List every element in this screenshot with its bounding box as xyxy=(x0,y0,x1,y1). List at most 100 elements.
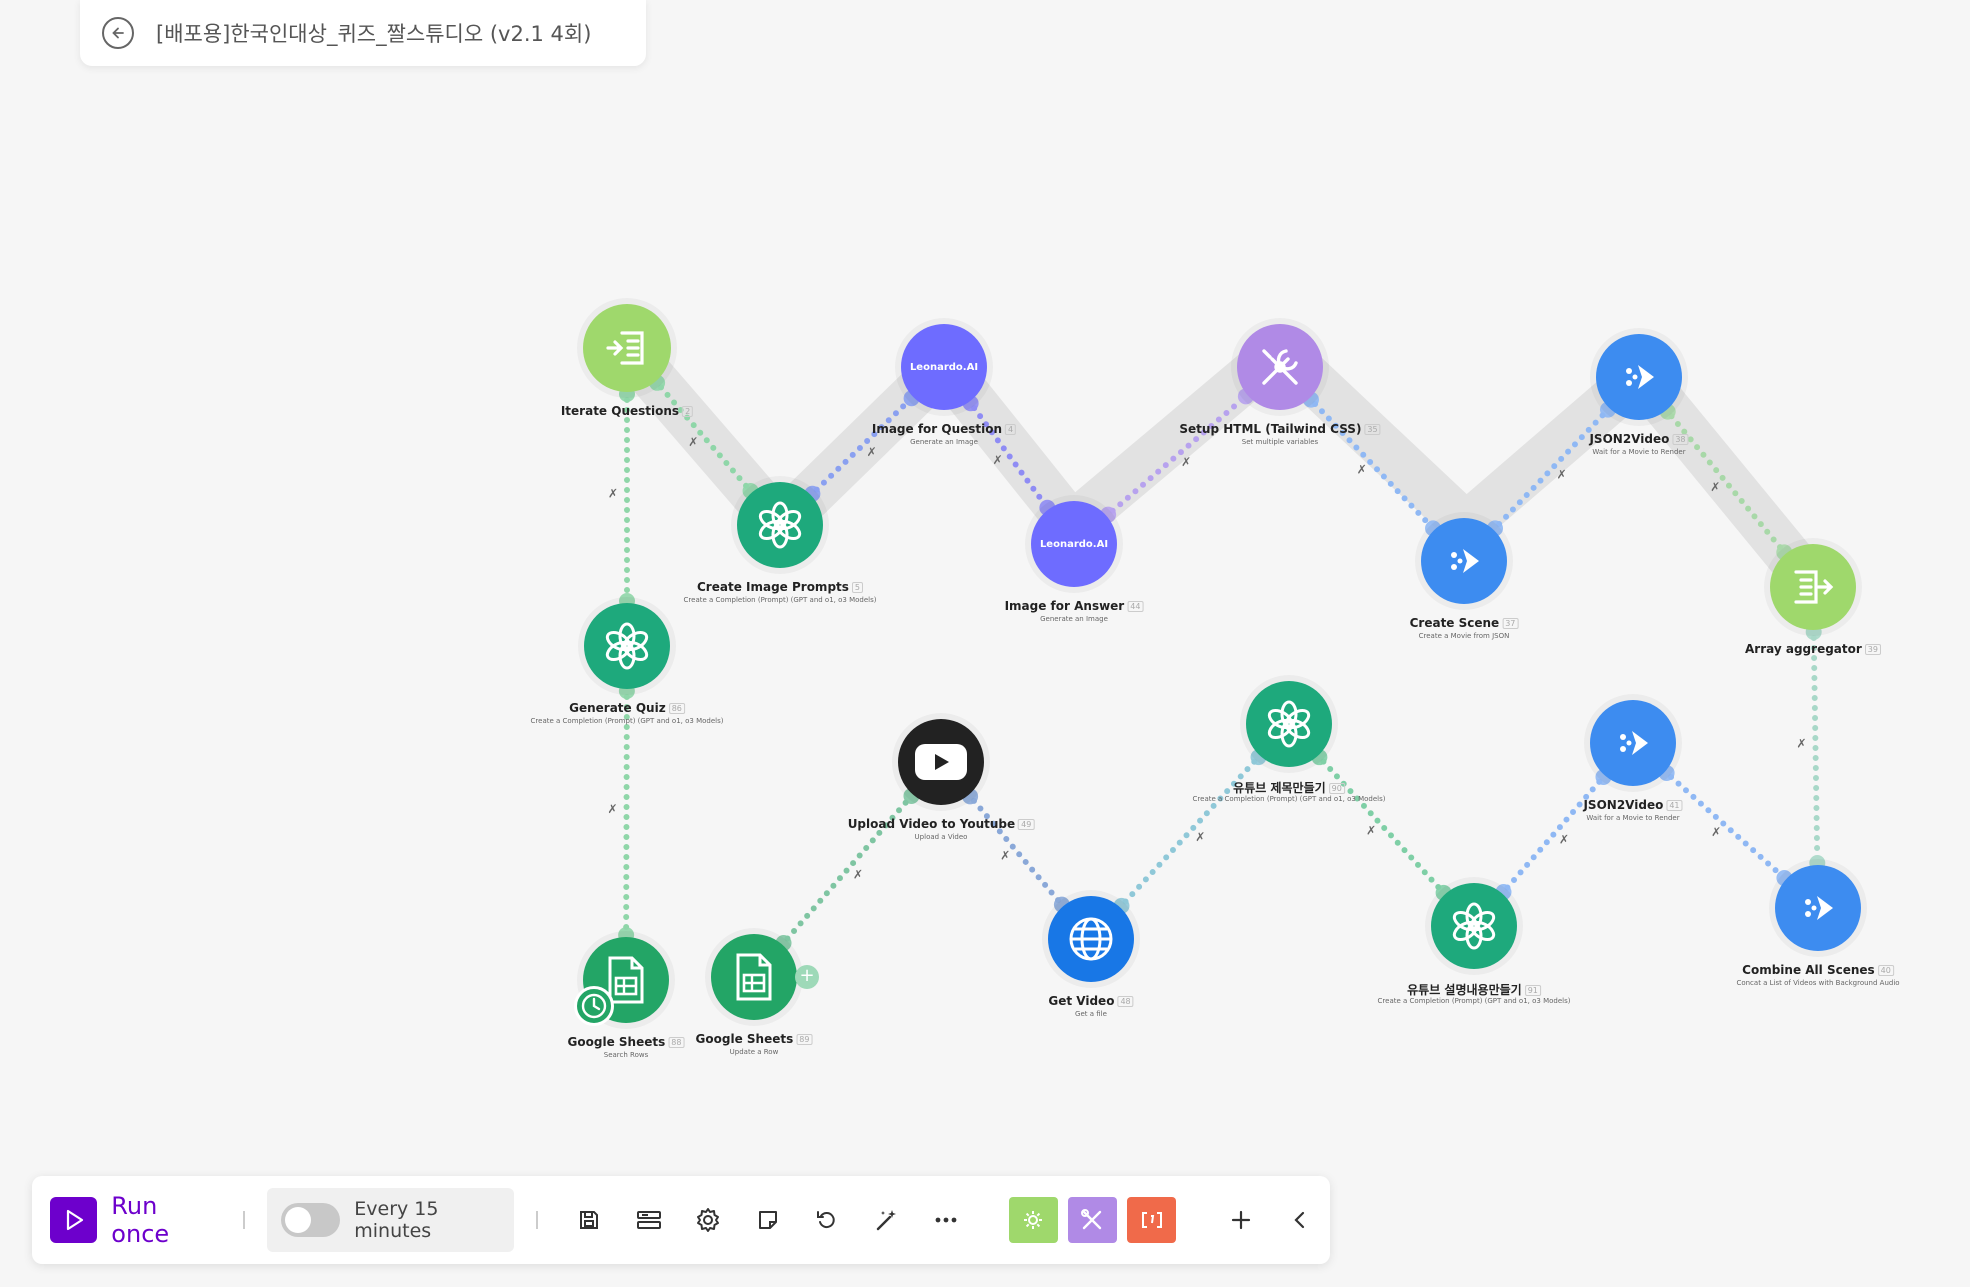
text-parser-icon[interactable] xyxy=(1127,1197,1177,1243)
module-gs2-disc[interactable] xyxy=(711,934,797,1020)
module-action: Create a Completion (Prompt) (GPT and o1… xyxy=(683,596,877,604)
module-action: Get a file xyxy=(1075,1010,1107,1018)
module-agg-disc[interactable] xyxy=(1770,544,1856,630)
module-action: Create a Completion (Prompt) (GPT and o1… xyxy=(530,717,724,725)
module-iterate-disc[interactable] xyxy=(583,304,671,392)
play-icon xyxy=(50,1197,98,1243)
add-icon[interactable] xyxy=(1221,1200,1260,1240)
module-action: Set multiple variables xyxy=(1241,438,1319,446)
more-icon[interactable] xyxy=(926,1200,965,1240)
module-link[interactable] xyxy=(970,797,1062,904)
arrow-left-icon xyxy=(112,27,124,39)
iterator-icon xyxy=(602,323,652,373)
module-name: Google Sheets xyxy=(567,1035,666,1049)
filter-wrench-icon[interactable]: ✗ xyxy=(1195,830,1205,844)
back-button[interactable] xyxy=(102,17,134,49)
module-link[interactable] xyxy=(623,693,630,933)
module-link[interactable] xyxy=(1504,778,1603,891)
undo-icon[interactable] xyxy=(808,1200,847,1240)
module-link[interactable] xyxy=(813,399,911,493)
filter-wrench-icon[interactable]: ✗ xyxy=(1796,737,1806,751)
tools-icon[interactable] xyxy=(1067,1197,1118,1243)
module-action: Search Rows xyxy=(603,1051,649,1059)
schedule-toggle[interactable] xyxy=(281,1203,341,1237)
module-j2v1-disc[interactable] xyxy=(1596,334,1682,420)
module-html-disc[interactable] xyxy=(1237,324,1323,410)
leonardo-icon: Leonardo.AI xyxy=(1039,538,1109,550)
gear-icon[interactable] xyxy=(689,1200,728,1240)
module-scene-disc[interactable] xyxy=(1421,518,1507,604)
filter-wrench-icon[interactable]: ✗ xyxy=(853,868,863,882)
filter-wrench-icon[interactable]: ✗ xyxy=(608,487,618,501)
flow-control-icon[interactable] xyxy=(1008,1197,1058,1243)
module-get-disc[interactable] xyxy=(1048,896,1134,982)
filter-wrench-icon[interactable]: ✗ xyxy=(1181,455,1191,469)
module-link[interactable] xyxy=(971,405,1047,506)
module-combine-disc[interactable] xyxy=(1775,865,1861,951)
module-action: Concat a List of Videos with Background … xyxy=(1736,979,1900,987)
module-title-disc[interactable] xyxy=(1246,681,1332,767)
module-id-badge: 89 xyxy=(796,1034,813,1045)
module-link[interactable] xyxy=(784,797,911,942)
filter-wrench-icon[interactable]: ✗ xyxy=(993,453,1003,467)
module-yt-disc[interactable] xyxy=(898,719,984,805)
module-name: JSON2Video xyxy=(1589,432,1670,446)
module-ifq-disc[interactable]: Leonardo.AI xyxy=(901,324,987,410)
module-label[interactable]: Setup HTML (Tailwind CSS)35 xyxy=(1179,422,1381,436)
run-once-button[interactable]: Run once xyxy=(50,1192,221,1248)
sheets-icon xyxy=(732,951,776,1003)
module-quiz-disc[interactable] xyxy=(584,603,670,689)
collapse-chevron-icon[interactable] xyxy=(1281,1200,1320,1240)
module-link[interactable] xyxy=(1109,397,1245,514)
module-link[interactable] xyxy=(1122,758,1258,905)
scenario-settings-icon[interactable] xyxy=(629,1200,668,1240)
module-link[interactable] xyxy=(1668,413,1784,551)
module-desc-disc[interactable] xyxy=(1431,883,1517,969)
module-id-badge: 41 xyxy=(1666,800,1683,811)
module-link[interactable] xyxy=(1668,773,1783,878)
module-link[interactable] xyxy=(1312,401,1432,527)
save-icon[interactable] xyxy=(570,1200,609,1240)
filter-wrench-icon[interactable]: ✗ xyxy=(688,435,698,449)
add-module-icon[interactable]: + xyxy=(795,965,819,989)
filter-wrench-icon[interactable]: ✗ xyxy=(607,802,617,816)
module-cip-disc[interactable] xyxy=(737,482,823,568)
filter-wrench-icon[interactable]: ✗ xyxy=(1710,480,1720,494)
filter-wrench-icon[interactable]: ✗ xyxy=(1000,849,1010,863)
schedule-label[interactable]: Every 15 minutes xyxy=(354,1198,439,1242)
magic-wand-icon[interactable] xyxy=(867,1200,906,1240)
filter-wrench-icon[interactable]: ✗ xyxy=(1557,468,1567,482)
scenario-title[interactable]: [배포용]한국인대상_퀴즈_짤스튜디오 (v2.1 4회) xyxy=(156,22,592,46)
module-link[interactable] xyxy=(1320,758,1443,892)
module-link[interactable] xyxy=(1810,634,1821,861)
clock-icon[interactable] xyxy=(574,986,614,1026)
filter-wrench-icon[interactable]: ✗ xyxy=(1357,463,1367,477)
module-name: Image for Answer xyxy=(1004,599,1125,613)
bottom-toolbar: Run once Every 15 minutes xyxy=(32,1176,1330,1264)
module-link[interactable] xyxy=(658,384,750,490)
filter-wrench-icon[interactable]: ✗ xyxy=(1711,825,1721,839)
filter-wrench-icon[interactable]: ✗ xyxy=(1559,833,1569,847)
module-ifa-disc[interactable]: Leonardo.AI xyxy=(1031,501,1117,587)
note-icon[interactable] xyxy=(748,1200,787,1240)
module-action: Create a Completion (Prompt) (GPT and o1… xyxy=(1377,997,1571,1005)
filter-wrench-icon[interactable]: ✗ xyxy=(1366,823,1376,837)
module-j2v2-disc[interactable] xyxy=(1590,700,1676,786)
filter-wrench-icon[interactable]: ✗ xyxy=(867,445,877,459)
